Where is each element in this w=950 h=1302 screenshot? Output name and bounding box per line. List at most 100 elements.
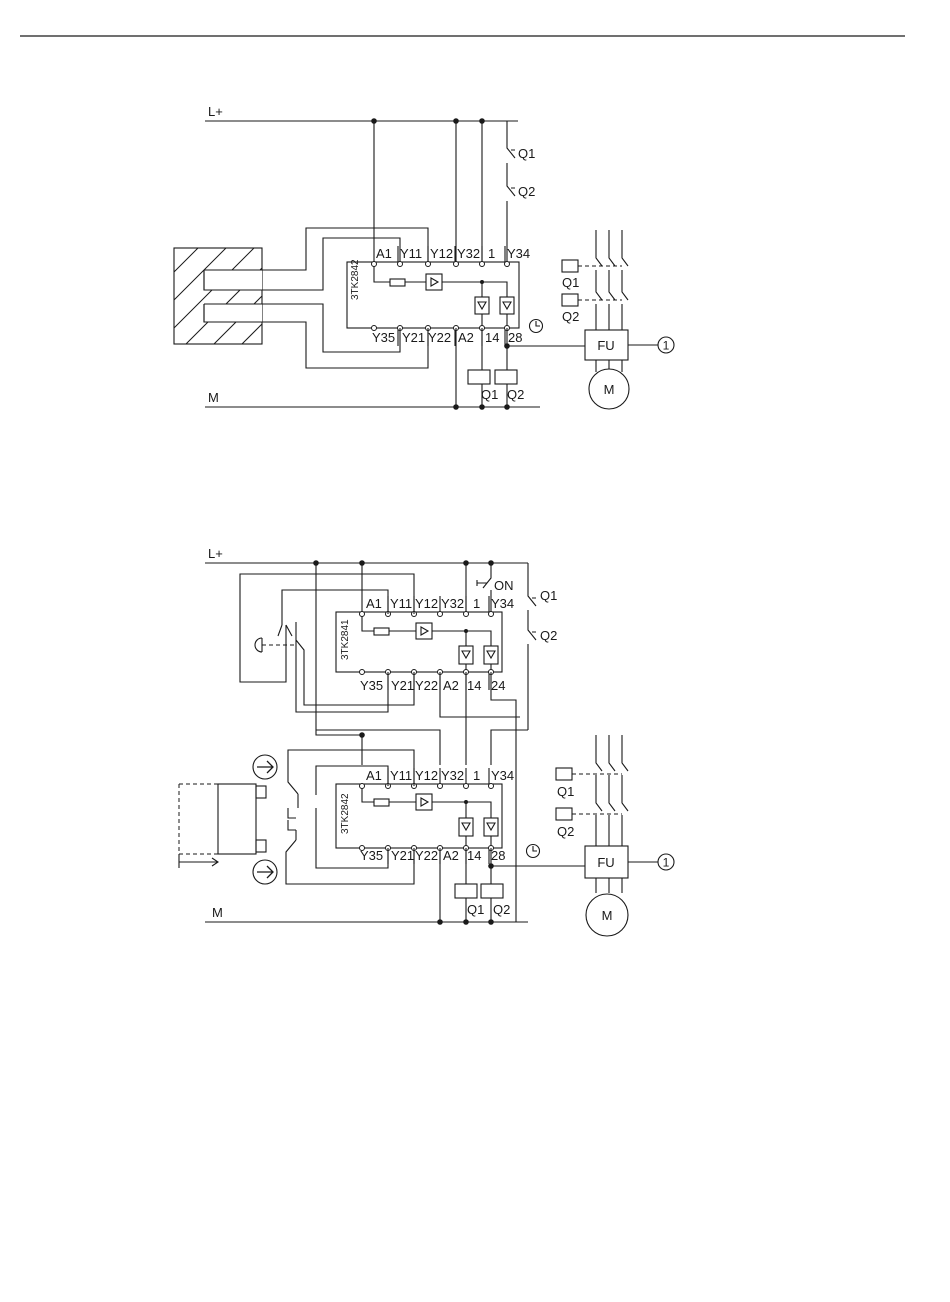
terminal-label-top: A1 (366, 596, 382, 611)
junction (359, 560, 365, 566)
junction (488, 560, 494, 566)
terminal-label-bottom: A2 (443, 848, 459, 863)
callout-number: 1 (663, 339, 670, 353)
terminal-label-bottom: 28 (491, 848, 505, 863)
feedback-contacts (528, 563, 536, 730)
relay-contact-14 (475, 297, 489, 314)
door-open-position (179, 784, 218, 854)
relay-contact-24 (484, 646, 498, 664)
feedback-contacts (507, 121, 515, 262)
door-actuator-upper (256, 786, 266, 798)
coil-label-q1: Q1 (467, 902, 484, 917)
contactor-coil-q1 (556, 768, 572, 780)
motor-label: M (604, 382, 615, 397)
arrow-right-circle-icon (253, 755, 277, 779)
terminal-label-top: Y11 (400, 246, 422, 261)
contactor-coil-q2 (562, 294, 578, 306)
motor-leads (596, 878, 622, 893)
amplifier-triangle (431, 278, 438, 286)
terminal-label-bottom: Y22 (428, 330, 451, 345)
terminal-label-bottom: Y21 (391, 848, 414, 863)
junction (480, 280, 484, 284)
relay-triangle (503, 302, 511, 309)
coil-q1 (468, 370, 490, 384)
amplifier-symbol (426, 274, 442, 290)
device-name: 3TK2842 (350, 259, 361, 300)
terminal-label-top: Y12 (415, 768, 438, 783)
door-switch-upper (288, 780, 298, 818)
contactor-linkage (578, 266, 622, 300)
terminal-label-top: Y32 (457, 246, 480, 261)
terminal-label-bottom: Y22 (415, 848, 438, 863)
terminal-label-bottom: Y35 (372, 330, 395, 345)
relay-contact-14 (459, 818, 473, 836)
terminal-label-bottom: 24 (491, 678, 505, 693)
junction (488, 919, 494, 925)
terminal-label-top: Y32 (441, 596, 464, 611)
power-line-l3 (622, 735, 628, 846)
relay-triangle (487, 823, 495, 830)
callout-number: 1 (663, 856, 670, 870)
safety-door (218, 784, 256, 854)
power-line-l1 (596, 230, 602, 330)
fuse-symbol (374, 628, 389, 635)
terminal-label-top: Y12 (415, 596, 438, 611)
rail-m-label: M (212, 905, 223, 920)
estop-mushroom-icon (255, 638, 262, 652)
junction (464, 629, 468, 633)
converter-label: FU (597, 338, 614, 353)
contact-label-q1: Q1 (518, 146, 535, 161)
motor-label: M (602, 908, 613, 923)
junction (504, 404, 510, 410)
junction (504, 343, 510, 349)
power-line-l1 (596, 735, 602, 846)
contact-label-q2: Q2 (518, 184, 535, 199)
junction (488, 863, 494, 869)
relay-contact-14 (459, 646, 473, 664)
terminal-label-top: Y34 (491, 768, 514, 783)
contactor-label-q2: Q2 (562, 309, 579, 324)
terminal-label-top: 1 (473, 596, 480, 611)
terminal-label-top: 1 (473, 768, 480, 783)
relay-contact-28 (500, 297, 514, 314)
upper-device-name: 3TK2841 (340, 619, 351, 660)
terminal-label-bottom: 28 (508, 330, 522, 345)
junction (479, 404, 485, 410)
on-label: ON (494, 578, 514, 593)
door-actuator-lower (256, 840, 266, 852)
terminal-label-bottom: Y35 (360, 678, 383, 693)
terminal-points (360, 612, 494, 675)
terminal-label-top: Y12 (430, 246, 453, 261)
relay-triangle (462, 651, 470, 658)
power-line-l3 (622, 230, 628, 330)
wire-y34-lower (491, 730, 528, 765)
amplifier-triangle (421, 627, 428, 635)
converter-label: FU (597, 855, 614, 870)
junction (453, 404, 459, 410)
relay-contact-28 (484, 818, 498, 836)
amplifier-triangle (421, 798, 428, 806)
coil-label-q1: Q1 (481, 387, 498, 402)
coil-q1 (455, 884, 477, 898)
terminal-label-bottom: 14 (467, 848, 481, 863)
contactor-label-q1: Q1 (562, 275, 579, 290)
power-line-l2 (609, 230, 615, 330)
amplifier-symbol (416, 623, 432, 639)
relay-triangle (462, 823, 470, 830)
estop-contacts (278, 625, 292, 636)
rail-lplus-label: L+ (208, 546, 223, 561)
junction (313, 560, 319, 566)
junction (359, 732, 365, 738)
terminal-label-bottom: A2 (443, 678, 459, 693)
terminal-label-bottom: A2 (458, 330, 474, 345)
coil-label-q2: Q2 (493, 902, 510, 917)
fuse-symbol (374, 799, 389, 806)
rail-m-label: M (208, 390, 219, 405)
terminal-label-bottom: Y21 (391, 678, 414, 693)
sensor-wire-y22 (262, 322, 428, 368)
lower-device-name: 3TK2842 (340, 793, 351, 834)
clock-icon (530, 320, 543, 333)
estop-loop-lower (296, 622, 414, 712)
amplifier-symbol (416, 794, 432, 810)
